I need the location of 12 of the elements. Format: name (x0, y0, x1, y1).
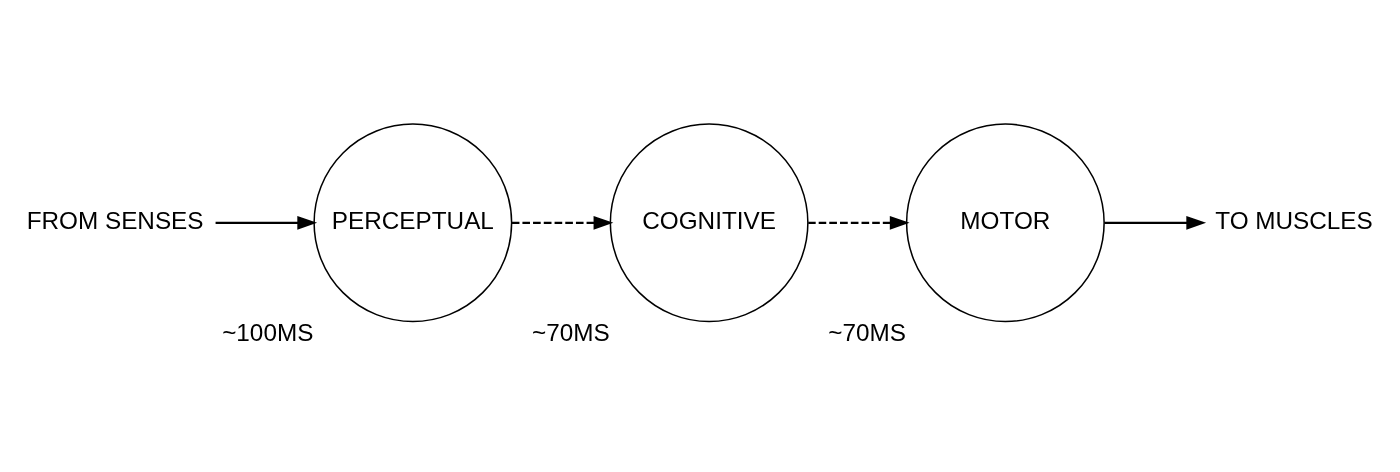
node-circle: MOTOR (905, 122, 1105, 322)
node-circle: PERCEPTUAL (313, 122, 513, 322)
node-label: ~100MS (222, 318, 314, 346)
node-text: TO MUSCLES (1215, 206, 1373, 234)
arrow (512, 215, 614, 230)
node-label: ~70MS (532, 318, 610, 346)
arrow (215, 215, 318, 230)
arrow (808, 215, 910, 230)
node-circle: COGNITIVE (609, 122, 809, 322)
node-label: ~70MS (828, 318, 906, 346)
arrow (1104, 215, 1207, 230)
node-text: FROM SENSES (26, 206, 204, 234)
